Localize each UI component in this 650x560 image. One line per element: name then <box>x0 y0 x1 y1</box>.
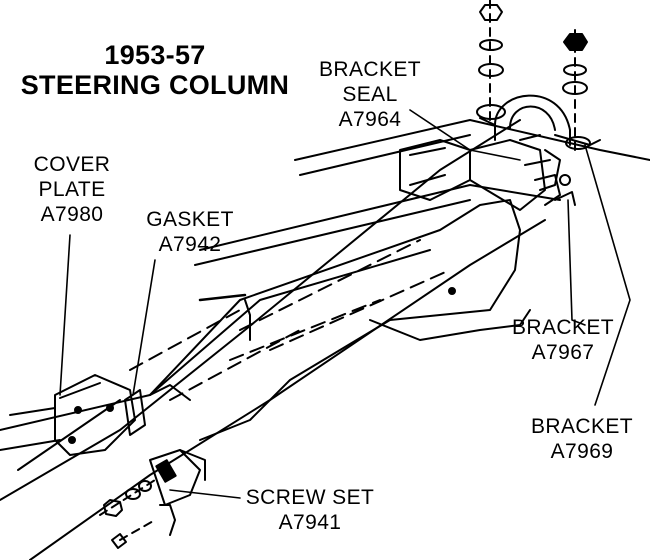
callout-bracket-seal: BRACKET SEAL A7964 <box>310 58 430 132</box>
screw-set-a7941 <box>99 449 206 549</box>
leader-lines <box>59 109 631 499</box>
seal-a7964 <box>129 199 531 441</box>
callout-line: COVER <box>33 153 111 176</box>
nut-washer-stack-left <box>476 0 506 121</box>
callout-screw-set: SCREW SET A7941 <box>240 486 380 536</box>
callout-bracket-a7969: BRACKET A7969 <box>522 415 642 465</box>
cover-plate-a7980 <box>54 374 136 456</box>
callout-line: PLATE <box>38 177 106 201</box>
title-year-range: 1953-57 <box>104 40 206 70</box>
title-name: STEERING COLUMN <box>20 70 290 101</box>
diagram-title: 1953-57 STEERING COLUMN <box>20 40 290 100</box>
nut-washer-stack-right <box>562 29 591 151</box>
callout-line: BRACKET <box>512 316 614 339</box>
leader-screw-set <box>169 489 241 499</box>
callout-line: BRACKET <box>319 58 421 81</box>
callout-part-number: A7941 <box>278 510 342 534</box>
callout-line: GASKET <box>146 208 234 231</box>
leader-bracket-seal <box>409 109 521 161</box>
column-mount <box>399 134 551 211</box>
leader-gasket <box>132 259 156 396</box>
leader-bracket-a7967 <box>567 199 586 326</box>
callout-part-number: A7969 <box>550 439 614 463</box>
callout-part-number: A7980 <box>40 202 104 226</box>
gasket-a7942 <box>124 384 191 436</box>
callout-line: SEAL <box>342 82 398 106</box>
callout-bracket-a7967: BRACKET A7967 <box>503 316 623 366</box>
callout-line: BRACKET <box>531 415 633 438</box>
callout-part-number: A7942 <box>158 232 222 256</box>
callout-part-number: A7967 <box>531 340 595 364</box>
leader-cover-plate <box>59 234 71 396</box>
callout-cover-plate: COVER PLATE A7980 <box>22 153 122 227</box>
leader-bracket-a7969 <box>584 144 631 406</box>
bracket-clip <box>534 174 576 206</box>
callout-line: SCREW SET <box>245 486 375 509</box>
callout-gasket: GASKET A7942 <box>135 208 245 258</box>
callout-part-number: A7964 <box>338 107 402 131</box>
